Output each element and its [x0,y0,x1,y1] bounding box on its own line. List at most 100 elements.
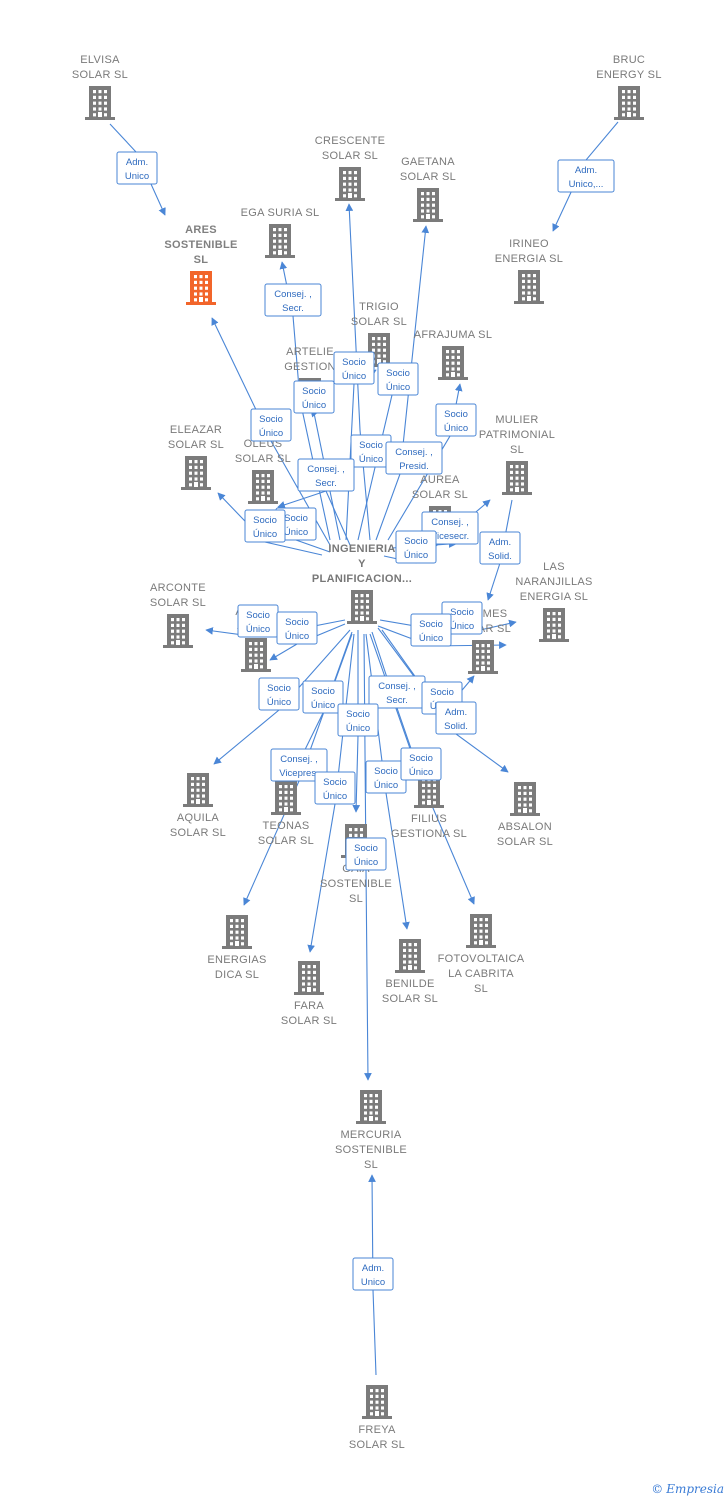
company-name-label[interactable]: SOLAR SL [235,453,291,465]
company-building-icon[interactable] [502,461,532,495]
company-node-elvisa[interactable]: ELVISA SOLAR SL [72,54,128,120]
company-name-label[interactable]: SOLAR SL [168,439,224,451]
relation-role-label[interactable]: Adm.Unico [116,151,158,185]
company-node-fotovoltaica[interactable]: FOTOVOLTAICA LA CABRITA SL [438,914,525,995]
company-name-label[interactable]: SL [474,983,488,995]
company-name-label[interactable]: ENERGY SL [596,69,661,81]
company-building-icon[interactable] [163,614,193,648]
relation-role-label[interactable]: Adm.Unico,... [557,159,615,193]
company-name-label[interactable]: SOLAR SL [412,489,468,501]
company-name-label[interactable]: BRUC [613,54,645,66]
company-name-label[interactable]: AQUILA [177,812,220,824]
company-node-fara[interactable]: FARA SOLAR SL [281,961,337,1027]
company-name-label[interactable]: AFRAJUMA SL [414,329,493,341]
company-name-label[interactable]: TEONAS [262,820,309,832]
company-name-label[interactable]: SOLAR SL [281,1015,337,1027]
company-name-label[interactable]: SOLAR SL [349,1439,405,1451]
relation-role-label[interactable]: Adm.Solid. [479,531,521,565]
company-name-label[interactable]: SL [364,1159,378,1171]
company-building-icon[interactable] [466,914,496,948]
company-name-label[interactable]: FARA [294,1000,324,1012]
company-building-icon[interactable] [362,1385,392,1419]
company-name-label[interactable]: CRESCENTE [315,135,386,147]
company-name-label[interactable]: SOLAR SL [258,835,314,847]
company-name-label[interactable]: SOSTENIBLE [335,1144,407,1156]
company-building-icon[interactable] [510,782,540,816]
company-node-filius[interactable]: FILIUS GESTIONA SL [391,774,467,840]
company-building-icon[interactable] [181,456,211,490]
company-building-icon[interactable] [539,608,569,642]
company-name-label[interactable]: SOLAR SL [351,316,407,328]
company-node-teonas[interactable]: TEONAS SOLAR SL [258,781,314,847]
company-name-label[interactable]: NARANJILLAS [515,576,592,588]
company-name-label[interactable]: PLANIFICACION... [312,573,412,585]
company-name-label[interactable]: PATRIMONIAL [479,429,555,441]
company-name-label[interactable]: SOLAR SL [400,171,456,183]
company-node-trigio[interactable]: TRIGIO SOLAR SL [351,301,407,367]
relation-role-label[interactable]: Consej. ,Secr. [297,458,355,492]
company-name-label[interactable]: GESTIONA SL [391,828,467,840]
company-name-label[interactable]: ABSALON [498,821,552,833]
company-name-label[interactable]: ENERGIA SL [495,253,563,265]
company-name-label[interactable]: ENERGIAS [207,954,266,966]
company-name-label[interactable]: TRIGIO [359,301,399,313]
relation-role-label[interactable]: Adm.Unico [352,1257,394,1291]
company-name-label[interactable]: FOTOVOLTAICA [438,953,525,965]
company-building-icon[interactable] [271,781,301,815]
company-name-label[interactable]: ARES [185,224,217,236]
company-name-label[interactable]: FILIUS [411,813,447,825]
company-building-icon[interactable] [183,773,213,807]
company-node-absalon[interactable]: ABSALON SOLAR SL [497,782,553,848]
company-name-label[interactable]: SOLAR SL [497,836,553,848]
company-building-icon[interactable] [248,470,278,504]
company-name-label[interactable]: LA CABRITA [448,968,514,980]
company-name-label[interactable]: SOLAR SL [322,150,378,162]
company-name-label[interactable]: Y [358,558,366,570]
company-name-label[interactable]: GESTION [284,361,336,373]
company-node-ingenieria[interactable]: INGENIERIA Y PLANIFICACION... [312,543,412,624]
company-name-label[interactable]: SOLAR SL [382,993,438,1005]
company-name-label[interactable]: SL [349,893,363,905]
company-name-label[interactable]: EGA SURIA SL [241,207,320,219]
company-name-label[interactable]: ENERGIA SL [520,591,588,603]
relation-role-label[interactable]: Consej. ,Secr. [368,675,426,709]
company-name-label[interactable]: AUREA [420,474,460,486]
company-building-icon[interactable] [222,915,252,949]
company-building-icon[interactable] [85,86,115,120]
company-building-icon[interactable] [395,939,425,973]
company-node-afrajuma[interactable]: AFRAJUMA SL [414,329,493,380]
relation-role-label[interactable]: Consej. ,Presid. [385,441,443,475]
company-name-label[interactable]: ELVISA [80,54,120,66]
company-building-icon[interactable] [514,270,544,304]
company-building-icon[interactable] [468,640,498,674]
company-building-icon[interactable] [241,638,271,672]
company-building-icon[interactable] [614,86,644,120]
company-building-icon[interactable] [294,961,324,995]
company-name-label[interactable]: SL [194,254,209,266]
company-building-icon[interactable] [265,224,295,258]
company-name-label[interactable]: SOLAR SL [72,69,128,81]
company-name-label[interactable]: SL [510,444,524,456]
company-name-label[interactable]: INGENIERIA [328,543,395,555]
company-building-icon[interactable] [414,774,444,808]
company-building-icon[interactable] [438,346,468,380]
